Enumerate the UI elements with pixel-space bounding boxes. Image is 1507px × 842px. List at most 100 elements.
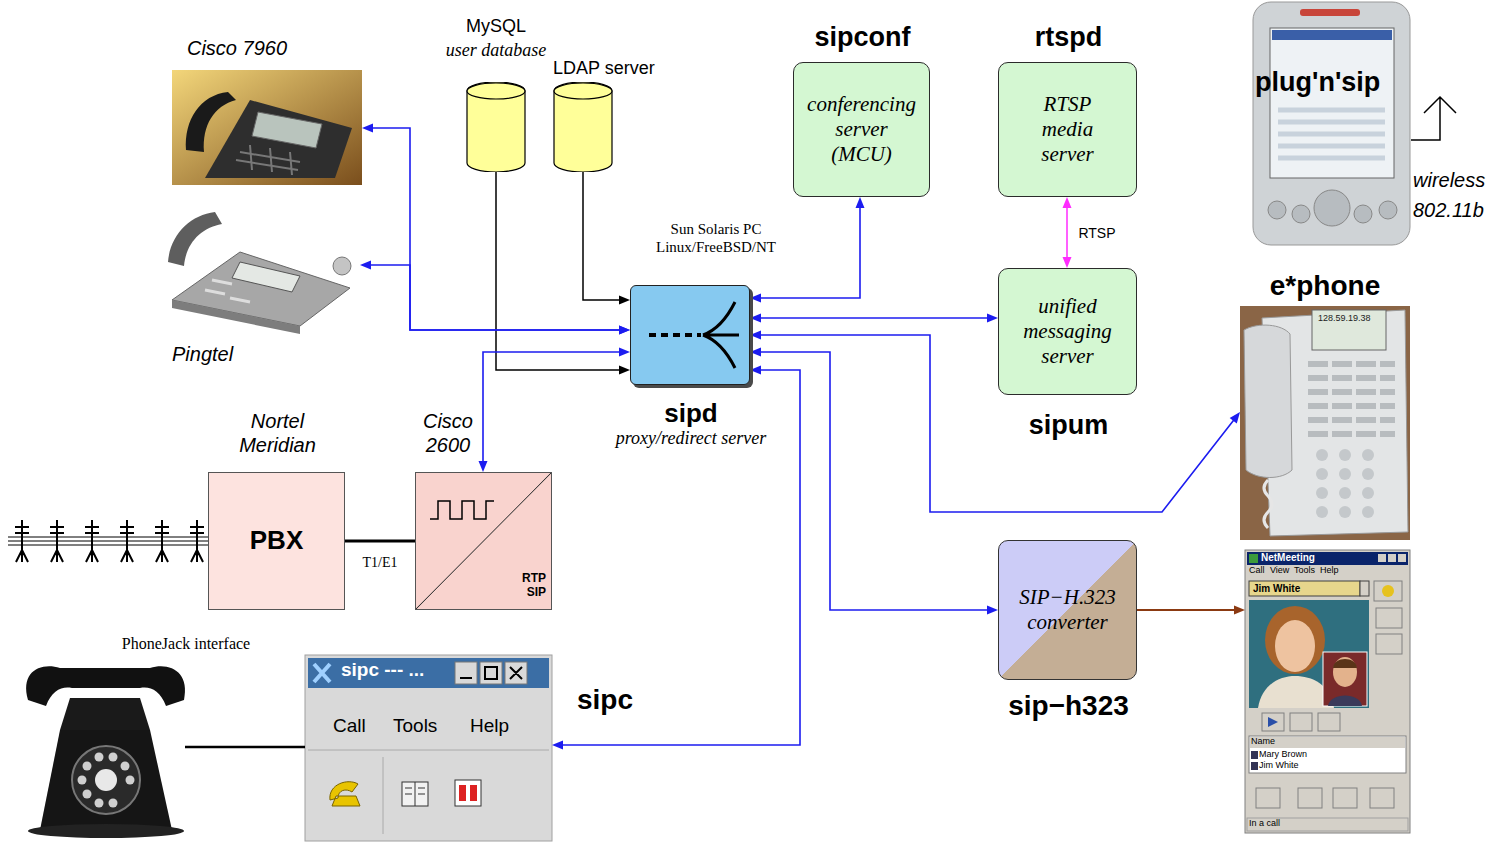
menu-item: View <box>1270 566 1289 576</box>
cylinder-outline <box>466 82 526 172</box>
server-name: sipd <box>581 398 801 429</box>
rotary-phone-picture: PhoneJack interface <box>5 662 185 837</box>
pda-picture-part <box>1268 201 1286 219</box>
pda-picture-part <box>1253 2 1410 245</box>
pda-picture-part <box>1272 30 1392 40</box>
interface-name: PhoneJack interface <box>91 634 281 653</box>
telephone-poles-part <box>15 520 204 562</box>
rotary-phone-picture-part <box>28 824 184 838</box>
menu-item: Tools <box>393 715 437 738</box>
arrowhead <box>360 261 371 270</box>
ephone-picture-part <box>1264 480 1272 528</box>
ephone-picture <box>1240 306 1410 540</box>
netmeeting-window-picture-part <box>1328 696 1362 707</box>
connector-line <box>345 540 415 543</box>
server-box: unified messaging serversipum <box>998 268 1137 395</box>
sipc-window-picture-part <box>402 782 428 806</box>
connector-line <box>185 746 305 749</box>
rotary-phone-picture-part <box>121 762 130 771</box>
link-label: T1/E1 <box>361 555 400 572</box>
cylinder-top <box>554 83 612 99</box>
ephone-picture-part <box>1362 487 1374 499</box>
connector-line <box>561 370 800 745</box>
protocol-names: RTP SIP <box>516 571 546 600</box>
arrowhead <box>619 296 630 305</box>
connector-line <box>483 352 621 463</box>
protocol-label: RTSP <box>1076 224 1117 241</box>
netmeeting-window-picture-part <box>1249 736 1406 773</box>
arrowhead <box>750 348 761 357</box>
rotary-phone-picture-part <box>83 790 92 799</box>
proxy-symbol-part <box>649 333 701 337</box>
rotary-phone-picture-part <box>109 799 118 808</box>
server-name: sipum <box>959 409 1178 441</box>
database-name: MySQL <box>406 16 586 38</box>
server-description: unified messaging server <box>1023 294 1112 370</box>
menu-item: Help <box>1320 566 1339 576</box>
pingtel-phone-picture-part <box>333 257 351 275</box>
rotary-phone-picture-part <box>109 753 118 762</box>
arrowhead <box>750 294 761 303</box>
ip-phone-picture: Pingtel <box>160 200 360 334</box>
pda-picture-part <box>1300 9 1360 16</box>
ephone-picture-part <box>1339 449 1351 461</box>
netmeeting-window-picture-part <box>1245 550 1410 833</box>
proxy-server-box: sipdproxy/redirect server <box>630 285 750 385</box>
ip-phone-picture: Cisco 7960 <box>172 70 362 185</box>
netmeeting-window-picture-part <box>1268 717 1278 727</box>
sipc-window: sipc --- ...CallToolsHelpsipc <box>305 655 552 841</box>
connector <box>345 541 415 542</box>
server-box: sipconfconferencing server (MCU) <box>793 62 930 197</box>
device-name: Pingtel <box>172 342 233 366</box>
sipc-window-picture-part <box>330 782 360 806</box>
sipc-window-picture-part <box>305 655 552 841</box>
netmeeting-window-picture-part <box>1251 751 1258 759</box>
netmeeting-window: NetMeetingCallViewToolsHelpJim WhiteName… <box>1245 550 1410 833</box>
ephone-picture-part <box>1316 449 1328 461</box>
pingtel-phone-picture <box>168 212 351 334</box>
pda-picture-part <box>1278 110 1385 158</box>
rotary-phone-picture <box>26 666 185 838</box>
sipc-window-picture-part <box>470 785 477 801</box>
connector <box>360 261 630 335</box>
device-type: PBX <box>250 525 303 556</box>
netmeeting-window-picture-part <box>1318 713 1340 731</box>
wireless-arrow-symbol <box>1411 97 1456 140</box>
netmeeting-window-picture-part <box>1251 762 1258 770</box>
netmeeting-window-picture-part <box>1398 554 1406 562</box>
ephone-picture-part <box>1312 310 1386 350</box>
square-wave-symbol-part <box>430 501 494 519</box>
cisco-phone-picture-part <box>172 70 362 185</box>
arrowhead <box>856 197 865 208</box>
ephone-picture-part <box>1316 487 1328 499</box>
menu-item: Call <box>333 715 366 738</box>
converter-description: SIP−H.323 converter <box>1019 585 1115 635</box>
cylinder-top <box>467 83 525 99</box>
netmeeting-window-picture-part <box>1333 657 1357 687</box>
server-description: conferencing server (MCU) <box>807 92 916 168</box>
rotary-phone-picture-part <box>83 762 92 771</box>
pda-picture: plug'n'sip <box>1253 2 1410 245</box>
netmeeting-window-picture-part <box>1374 581 1402 601</box>
sipc-window-picture-part <box>480 662 502 684</box>
pda-picture-part <box>1379 201 1397 219</box>
netmeeting-window-picture-part <box>1376 634 1402 654</box>
arrowhead <box>619 326 630 335</box>
pingtel-phone-picture-part <box>232 262 300 292</box>
device-name: Nortel Meridian <box>214 409 341 457</box>
netmeeting-window-picture-part <box>1247 818 1408 831</box>
ephone-picture-part <box>1308 364 1395 434</box>
pda-picture-part <box>1292 205 1310 223</box>
arrowhead <box>987 606 998 615</box>
rotary-phone-picture-part <box>72 746 140 814</box>
connector <box>750 314 998 323</box>
status-text: In a call <box>1249 819 1280 829</box>
arrowhead <box>1063 257 1072 268</box>
netmeeting-window-picture-part <box>1360 581 1369 596</box>
connector-line <box>583 172 621 300</box>
arrowhead <box>619 326 630 335</box>
arrowhead <box>1063 197 1072 208</box>
